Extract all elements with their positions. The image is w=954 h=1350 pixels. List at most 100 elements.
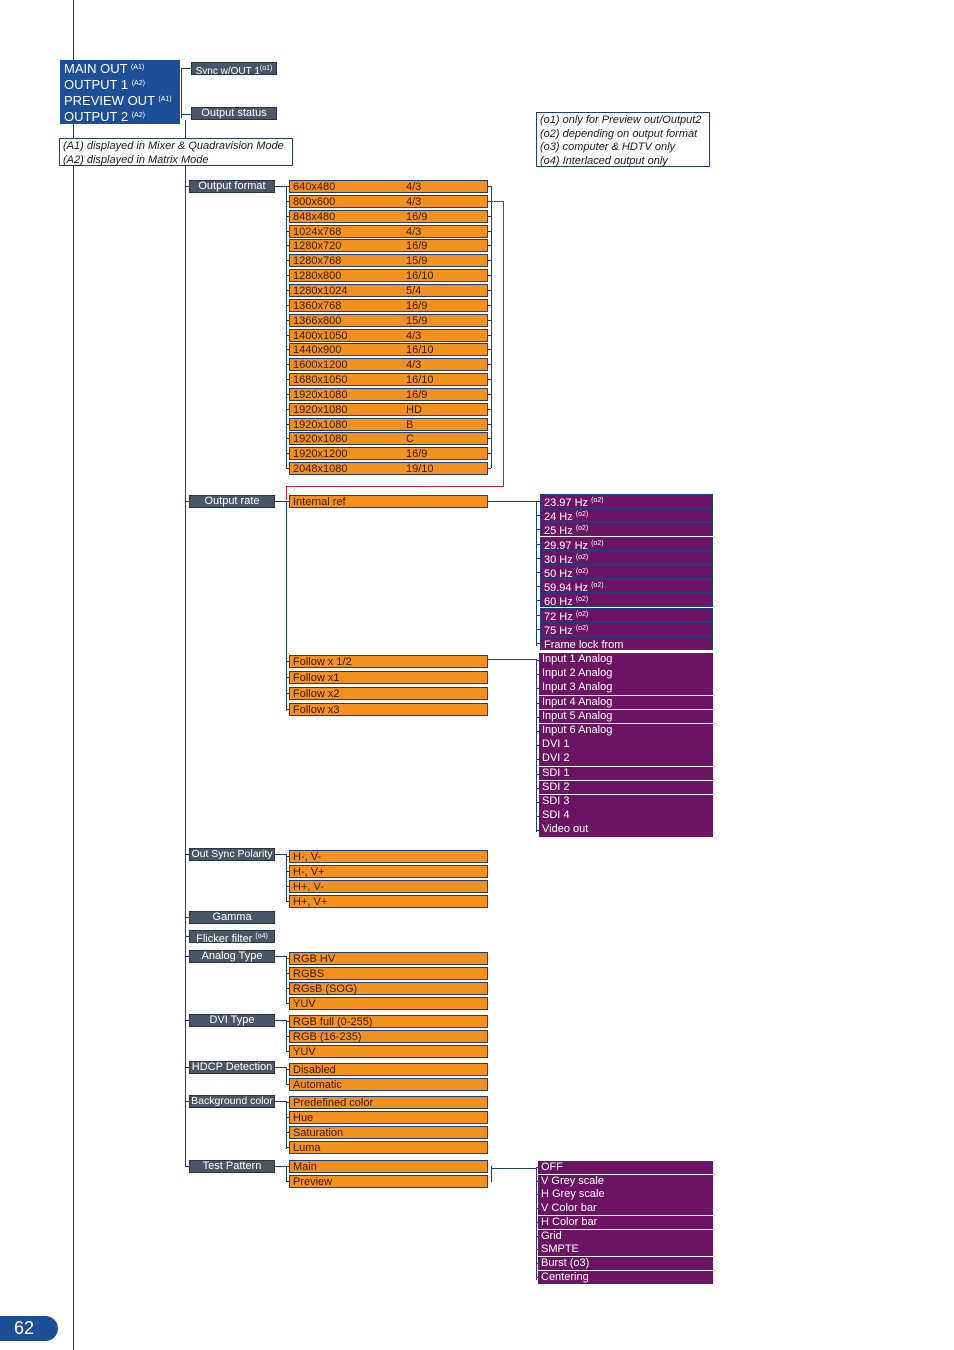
pattern-item[interactable]: Burst (o3) <box>538 1256 713 1271</box>
link-line <box>286 486 287 500</box>
polarity-item[interactable]: H+, V+ <box>289 895 488 908</box>
pattern-label: Centering <box>541 1270 589 1283</box>
source-item[interactable]: SDI 4 <box>539 809 713 823</box>
source-item[interactable]: SDI 1 <box>539 766 713 781</box>
menu-gamma[interactable]: Gamma <box>189 911 275 924</box>
background-item[interactable]: Saturation <box>289 1126 488 1139</box>
menu-flicker-filter[interactable]: Flicker filter (o4) <box>189 930 275 943</box>
source-item[interactable]: Input 1 Analog <box>539 653 713 667</box>
rate-option[interactable]: Follow x 1/2 <box>289 655 488 668</box>
background-item[interactable]: Luma <box>289 1141 488 1154</box>
source-item[interactable]: SDI 3 <box>539 795 713 809</box>
output-output-2[interactable]: OUTPUT 2 (A2) <box>60 108 180 124</box>
rate-item[interactable]: 30 Hz (o2) <box>540 550 713 565</box>
rate-option[interactable]: Follow x1 <box>289 671 488 684</box>
output-main-out[interactable]: MAIN OUT (A1) <box>60 60 180 76</box>
background-item[interactable]: Hue <box>289 1111 488 1124</box>
analog-type-item[interactable]: RGsB (SOG) <box>289 982 488 995</box>
menu-analog-type[interactable]: Analog Type <box>189 950 275 963</box>
test-target-item[interactable]: Preview <box>289 1175 488 1188</box>
pattern-item[interactable]: Grid <box>538 1229 713 1243</box>
rate-item[interactable]: 29.97 Hz (o2) <box>540 536 713 551</box>
output-status-button[interactable]: Output status <box>191 107 277 120</box>
source-label: SDI 2 <box>542 780 570 793</box>
analog-type-item[interactable]: YUV <box>289 997 488 1010</box>
source-item[interactable]: Input 2 Analog <box>539 667 713 681</box>
rate-item[interactable]: 23.97 Hz (o2) <box>540 494 713 508</box>
source-item[interactable]: SDI 2 <box>539 780 713 795</box>
output-sup: (A2) <box>131 80 145 87</box>
dvi-type-item[interactable]: YUV <box>289 1045 488 1058</box>
hdcp-item[interactable]: Disabled <box>289 1063 488 1076</box>
dvi-type-item[interactable]: RGB (16-235) <box>289 1030 488 1043</box>
menu-hdcp-detection[interactable]: HDCP Detection <box>189 1061 275 1074</box>
background-item[interactable]: Predefined color <box>289 1096 488 1109</box>
source-item[interactable]: Input 5 Analog <box>539 709 713 724</box>
output-preview-out[interactable]: PREVIEW OUT (A1) <box>60 92 180 108</box>
rate-item[interactable]: Frame lock from <box>540 636 713 650</box>
source-item[interactable]: DVI 2 <box>539 752 713 766</box>
rate-item[interactable]: 75 Hz (o2) <box>540 621 713 636</box>
pattern-item[interactable]: V Grey scale <box>538 1174 713 1188</box>
pattern-item[interactable]: H Grey scale <box>538 1188 713 1202</box>
rate-item[interactable]: 25 Hz (o2) <box>540 522 713 537</box>
dvi-type-item[interactable]: RGB full (0-255) <box>289 1015 488 1028</box>
menu-output-rate[interactable]: Output rate <box>189 495 275 508</box>
rate-item[interactable]: 59.94 Hz (o2) <box>540 579 713 594</box>
menu-out-sync-polarity[interactable]: Out Sync Polarity <box>189 848 275 861</box>
rate-item[interactable]: 60 Hz (o2) <box>540 593 713 608</box>
source-item[interactable]: Input 4 Analog <box>539 695 713 710</box>
menu-test-pattern[interactable]: Test Pattern <box>189 1160 275 1173</box>
rate-item[interactable]: 24 Hz (o2) <box>540 508 713 523</box>
rate-option[interactable]: Follow x2 <box>289 687 488 700</box>
rate-option[interactable]: Follow x3 <box>289 703 488 716</box>
rate-option[interactable]: Internal ref <box>289 495 488 508</box>
polarity-item[interactable]: H-, V+ <box>289 865 488 878</box>
pattern-item[interactable]: SMPTE <box>538 1243 713 1257</box>
analog-type-item[interactable]: RGBS <box>289 967 488 980</box>
pattern-item[interactable]: V Color bar <box>538 1202 713 1216</box>
format-ratio: 4/3 <box>406 359 422 372</box>
source-item[interactable]: Input 3 Analog <box>539 681 713 695</box>
source-item[interactable]: Input 6 Analog <box>539 724 713 738</box>
polarity-item[interactable]: H+, V- <box>289 880 488 893</box>
menu-dvi-type[interactable]: DVI Type <box>189 1014 275 1027</box>
rate-item[interactable]: 50 Hz (o2) <box>540 565 713 579</box>
output-label: PREVIEW OUT <box>64 93 155 108</box>
menu-output-format[interactable]: Output format <box>189 180 275 193</box>
pattern-item[interactable]: OFF <box>538 1161 713 1175</box>
polarity-item[interactable]: H-, V- <box>289 850 488 863</box>
rate-item[interactable]: 72 Hz (o2) <box>540 607 713 622</box>
sync-out-button[interactable]: Sync w/OUT 1(o1) <box>191 62 277 75</box>
source-item[interactable]: Video out <box>539 823 713 837</box>
test-target-item[interactable]: Main <box>289 1160 488 1173</box>
menu-background-color[interactable]: Background color <box>189 1095 275 1108</box>
connector <box>275 186 286 187</box>
output-output-1[interactable]: OUTPUT 1 (A2) <box>60 76 180 92</box>
pattern-item[interactable]: Centering <box>538 1270 713 1284</box>
source-item[interactable]: DVI 1 <box>539 738 713 752</box>
pattern-item[interactable]: H Color bar <box>538 1215 713 1229</box>
analog-type-item[interactable]: RGB HV <box>289 952 488 965</box>
hdcp-item[interactable]: Automatic <box>289 1078 488 1091</box>
